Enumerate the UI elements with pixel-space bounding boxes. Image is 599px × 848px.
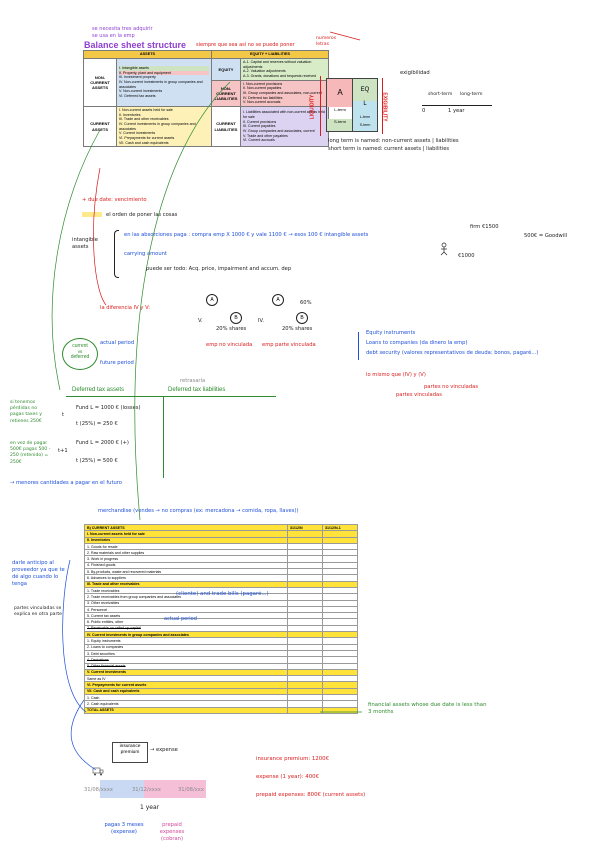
timeline-line [422,105,492,106]
long-term-label: long-term [460,92,483,97]
partes-no-note: partes no vinculadas [424,384,479,390]
pagas-segment [100,780,144,798]
prepaid-note: prepaid expenses (cobran) [159,822,185,843]
partes-vinculadas-note: partes vinculadas se explica en otra par… [14,606,62,618]
prepaid-segment [144,780,206,798]
loans-note: Loans to companies (da dinero la emp) [366,340,468,346]
current-assets-label: CURRENT ASSETS [83,105,117,148]
emp-vinculada: emp parte vinculada [262,342,316,348]
box-equity: EQ L L-term S-term [352,78,378,132]
circle-b2: B [296,312,308,324]
t1-label: t+1 [58,448,68,454]
v-label: V. [198,318,203,324]
liab-header: EQUITY + LIABILITIES [211,50,329,59]
current-liab-list: I. Liabilities associated with non-curre… [240,105,329,148]
iv-label: IV. [258,318,265,324]
deferred-tax-assets-header: Deferred tax assets [72,387,125,393]
deferred-tax-liab-header: Deferred tax liabilities [168,387,226,393]
emp-no-vinculada: emp no vinculada [206,342,253,348]
deferred-left-note-1: si tenemos pérdidas no pagas taxes y ret… [10,400,42,424]
lo-mismo-note: lo mismo que (IV) y (V) [366,372,426,378]
deferred-row1a: Fund L = 1000 € (losses) [76,405,141,411]
premium-amount: insurance premium: 1200€ [256,756,329,762]
blue-bracket [358,332,362,360]
retrasaria-note: retrasaría [180,378,206,384]
short-term-label: short-term [428,92,453,97]
clientes-note: (cliente) and trade bills (pagaré...) [176,591,269,597]
insurance-premium-box: insurance premium [112,742,148,763]
due-date-note: + due date: vencimiento [82,197,147,203]
current-vs-deferred-oval: current vs deferred [62,338,98,370]
deferred-row2b: t (25%) = 500 € [76,458,118,464]
circle-b1: B [230,312,242,324]
circle-a1: A [206,294,218,306]
box-assets: A L-term S-term [326,78,354,132]
intangible-brace [114,230,119,278]
expense-amount: expense (1 year): 400€ [256,774,320,780]
deferred-row1b: t (25%) = 250 € [76,421,118,427]
date-1: 31/08/xxxx [84,787,113,793]
future-period-note: future period [100,360,134,366]
merchandise-note: merchandise (vendes → no compras (ex: me… [98,508,299,514]
circle-a2: A [272,294,284,306]
insurance-expense-label: → expense [150,747,178,753]
noncurrent-assets-list: I. Intangible assets II. Property, plant… [116,57,212,107]
deferred-left-note-2: en vez de pagar 500€ pagas 500 - 250 (re… [10,441,51,465]
exigibility-axis [382,78,383,134]
orden-note: el orden de poner las cosas [106,212,178,218]
short-term-note: short term is named: current assets | li… [328,146,450,152]
anticipo-note: darle anticipo al proveedor ya que te dé… [12,560,65,588]
exigibilidad-label: exigibilidad [400,70,430,76]
balance-sheet-table: ASSETS EQUITY + LIABILITIES NON-CURRENT … [83,50,329,148]
debt-note: debt security (valores representativos d… [366,350,539,356]
note-necesita: se necesita tres adquirir [92,26,153,32]
page-title: Balance sheet structure [84,40,187,50]
sixty-label: 60% [300,300,312,306]
person-figure-icon [440,242,448,256]
noncurrent-liab-label: NON-CURRENT LIABILITIES [211,79,241,107]
highlight-swatch [82,212,102,217]
actual-period-note: actual period [100,340,135,346]
firm-label: firm €1500 [470,224,499,230]
carrying-amount: carrying amount [124,251,167,257]
equity-list: A-1. Capital and reserves without valuat… [240,57,329,81]
t-account-vertical [163,396,164,478]
partes-vinc-note: partes vinculadas [396,392,442,398]
noncurrent-liab-list: I. Non-current provisions II. Non-curren… [240,79,329,107]
prepaid-amount: prepaid expenses: 800€ (current assets) [256,792,366,798]
date-2: 31/12/xxxx [132,787,161,793]
long-term-note: long term is named: non-current assets |… [328,138,459,144]
current-liab-label: CURRENT LIABILITIES [211,105,241,148]
timeline-zero: 0 [422,108,426,114]
goodwill-note: 500€ = Goodwill [524,233,568,239]
deferred-row2a: Fund L = 2000 € (+) [76,440,129,446]
t-account-horizontal [66,396,276,397]
shares-2: 20% shares [282,326,313,332]
title-note-2: numeros letras [316,36,337,48]
truck-icon [92,763,104,776]
firm2-label: €1000 [458,253,475,259]
shares-1: 20% shares [216,326,247,332]
current-assets-list: I. Non-current assets held for sale II. … [116,105,212,148]
date-3: 31/08/xxx [178,787,204,793]
absorciones-note: en las absorciones paga : compra emp X 1… [124,232,369,238]
current-assets-table: B) CURRENT ASSETS 31/12/N 31/12/N-1 I. N… [84,523,358,714]
equity-instruments: Equity instruments [366,330,416,336]
one-year-label: 1 year [140,804,160,811]
diferencia-note: la diferencia IV y V: [100,305,150,311]
equity-label: EQUITY [211,57,241,81]
timeline-one-year: 1 year [448,108,465,114]
title-note: siempre que sea así no se puede poner [196,42,295,48]
actual-period-note-2: actual period [164,616,197,622]
deferred-footer: → menores cantidades a pagar en el futur… [10,480,122,486]
puede-note: puede ser todo: Acq. price, impairment a… [146,266,292,272]
pagas-note: pagas 3 meses (expense) [104,822,144,836]
financial-assets-note: financial assets whose due date is less … [368,702,487,716]
liquidity-axis [318,76,324,136]
intangible-label: intangible assets [72,237,98,251]
note-usa: se usa en la emp [92,33,135,39]
t-label: t [62,412,65,418]
